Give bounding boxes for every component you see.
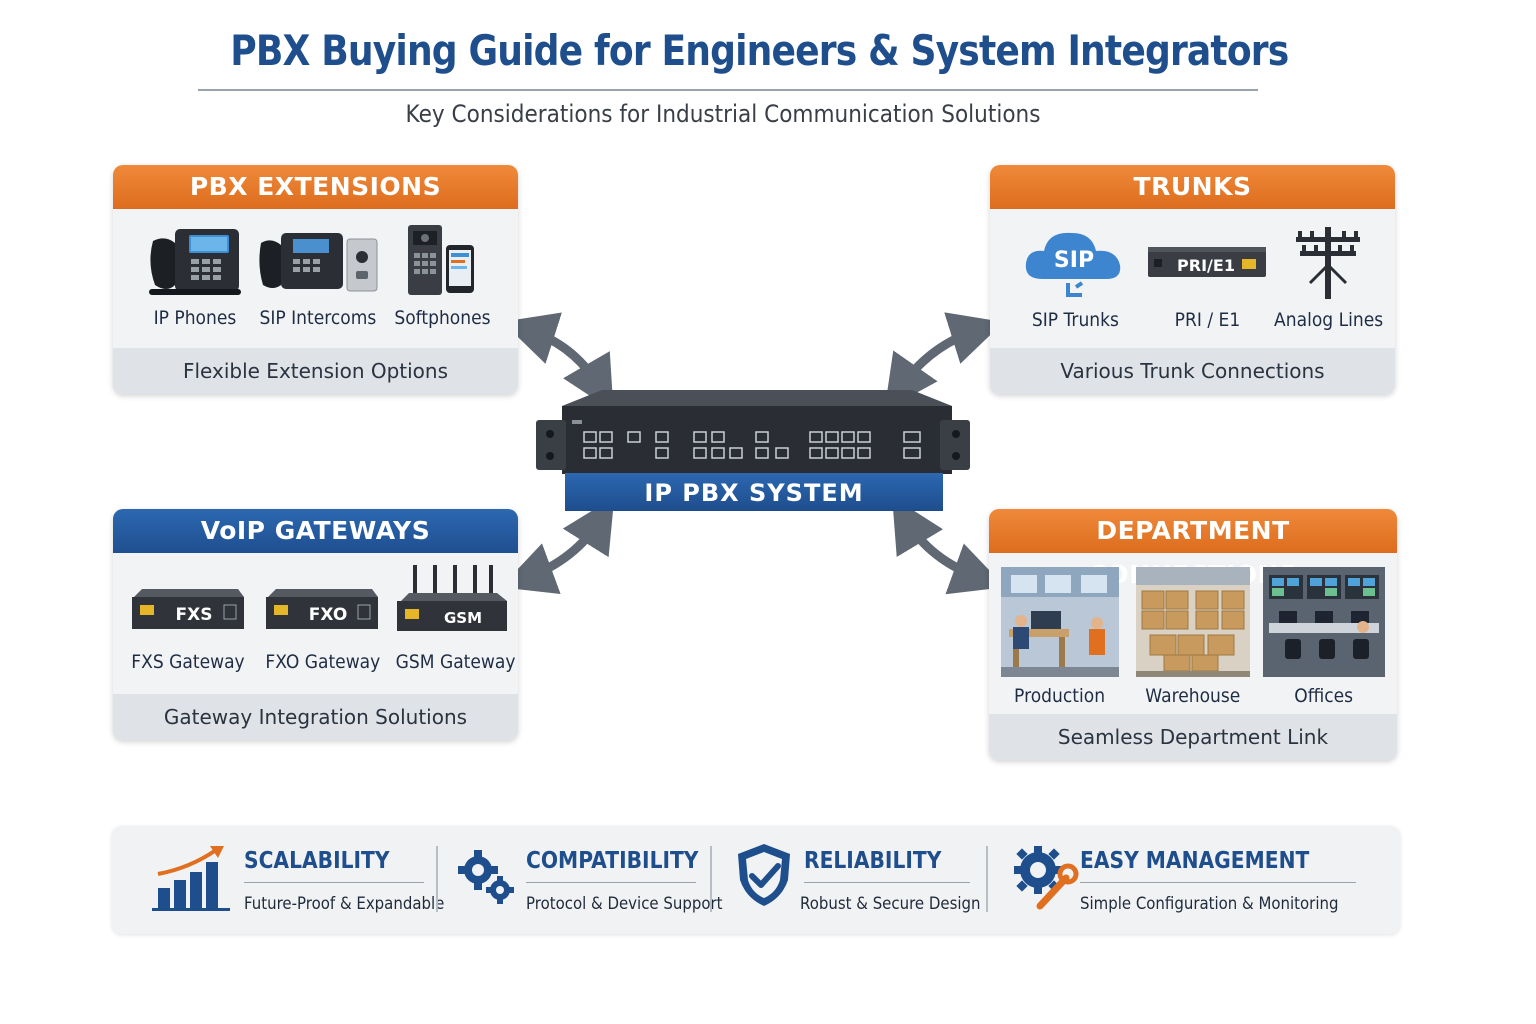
item-sip-intercoms: SIP Intercoms (253, 223, 383, 329)
item-pri-e1: PRI/E1 PRI / E1 (1142, 221, 1272, 331)
feature-title: SCALABILITY (244, 848, 390, 874)
intercom-icon (259, 233, 378, 292)
rack-device-icon: PRI/E1 (1148, 247, 1266, 277)
item-label: SIP Trunks (1031, 309, 1119, 331)
trunks-panel-title: TRUNKS (990, 165, 1395, 209)
gears-icon (458, 850, 514, 904)
office-photo-icon (1263, 567, 1385, 677)
item-label: Offices (1294, 685, 1354, 707)
item-ip-phones: IP Phones (137, 223, 253, 329)
departments-panel-footer: Seamless Department Link (989, 714, 1397, 760)
item-label: FXS Gateway (131, 651, 245, 673)
gateways-panel: VoIP GATEWAYS FXS FXS Gateway FXO FXO Ga… (113, 509, 518, 740)
item-sip-trunks: SIP SIP Trunks (1008, 221, 1142, 331)
ip-pbx-label: IP PBX SYSTEM (565, 473, 943, 511)
arrow-extensions (502, 312, 614, 412)
fxo-badge: FXO (309, 605, 348, 625)
departments-panel: DEPARTMENT CONNECTIONS Production (989, 509, 1397, 760)
gsm-badge: GSM (444, 609, 482, 627)
sip-cloud-badge: SIP (1054, 248, 1094, 273)
feature-title: COMPATIBILITY (526, 848, 699, 874)
gateways-panel-title: VoIP GATEWAYS (113, 509, 518, 553)
item-label: PRI / E1 (1174, 309, 1240, 331)
feature-description: Robust & Secure Design (800, 894, 981, 914)
item-softphones: Softphones (383, 223, 501, 329)
item-label: FXO Gateway (265, 651, 381, 673)
trunks-panel: TRUNKS SIP SIP Trunks PRI/E1 PRI / E1 (990, 165, 1395, 394)
arrow-gateways (500, 497, 615, 595)
pri-device-badge: PRI/E1 (1177, 256, 1235, 275)
item-offices: Offices (1263, 567, 1385, 707)
antenna-gateway-icon: GSM (397, 565, 507, 631)
page-subtitle: Key Considerations for Industrial Commun… (405, 100, 1041, 128)
page-title: PBX Buying Guide for Engineers & System … (230, 26, 1289, 75)
rack-server-icon (536, 390, 970, 474)
item-warehouse: Warehouse (1135, 567, 1251, 707)
feature-divider (804, 882, 970, 883)
gateways-panel-footer: Gateway Integration Solutions (113, 694, 518, 740)
fxs-badge: FXS (176, 605, 213, 625)
item-analog-lines: Analog Lines (1268, 221, 1388, 331)
item-label: Analog Lines (1274, 309, 1384, 331)
item-gsm-gateway: GSM GSM Gateway (389, 561, 515, 673)
growth-chart-icon (152, 846, 230, 911)
item-label: Warehouse (1145, 685, 1241, 707)
gateway-icon: FXS (132, 589, 244, 629)
feature-divider (1080, 882, 1356, 883)
item-label: SIP Intercoms (259, 307, 377, 329)
feature-description: Simple Configuration & Monitoring (1080, 894, 1339, 914)
extensions-panel-footer: Flexible Extension Options (113, 348, 518, 394)
gateway-icon: FXO (266, 589, 378, 629)
feature-divider (526, 882, 696, 883)
feature-separator (710, 846, 712, 912)
feature-title: EASY MANAGEMENT (1080, 848, 1310, 874)
departments-panel-title: DEPARTMENT CONNECTIONS (989, 509, 1397, 589)
feature-description: Protocol & Device Support (526, 894, 723, 914)
ip-pbx-device (532, 386, 974, 512)
feature-reliability: RELIABILITY Robust & Secure Design (732, 826, 988, 934)
warehouse-photo-icon (1136, 567, 1250, 677)
feature-easy-management: EASY MANAGEMENT Simple Configuration & M… (1010, 826, 1370, 934)
extensions-panel-title: PBX EXTENSIONS (113, 165, 518, 209)
arrow-departments (892, 496, 1006, 595)
item-label: Softphones (393, 307, 491, 329)
item-label: GSM Gateway (395, 651, 516, 673)
trunks-panel-footer: Various Trunk Connections (990, 348, 1395, 394)
feature-divider (244, 882, 424, 883)
item-fxo-gateway: FXO FXO Gateway (259, 571, 383, 673)
feature-title: RELIABILITY (804, 848, 942, 874)
feature-scalability: SCALABILITY Future-Proof & Expandable (150, 826, 444, 934)
item-production: Production (1001, 567, 1119, 707)
telephone-pole-icon (1296, 227, 1360, 299)
feature-separator (436, 846, 438, 912)
item-label: IP Phones (153, 307, 237, 329)
item-label: Production (1014, 685, 1106, 707)
feature-compatibility: COMPATIBILITY Protocol & Device Support (452, 826, 723, 934)
extensions-panel: PBX EXTENSIONS IP Phones (113, 165, 518, 394)
feature-description: Future-Proof & Expandable (244, 894, 445, 914)
softphone-icon (408, 225, 474, 295)
item-fxs-gateway: FXS FXS Gateway (125, 571, 249, 673)
production-photo-icon (1001, 567, 1119, 677)
features-bar: SCALABILITY Future-Proof & Expandable CO… (112, 826, 1400, 934)
shield-check-icon (738, 844, 790, 906)
feature-separator (986, 846, 988, 912)
arrow-trunks (884, 312, 1004, 411)
gear-wrench-icon (1014, 846, 1079, 910)
title-divider (198, 89, 1258, 91)
desk-phone-icon (149, 229, 241, 295)
cloud-icon: SIP (1025, 232, 1121, 297)
